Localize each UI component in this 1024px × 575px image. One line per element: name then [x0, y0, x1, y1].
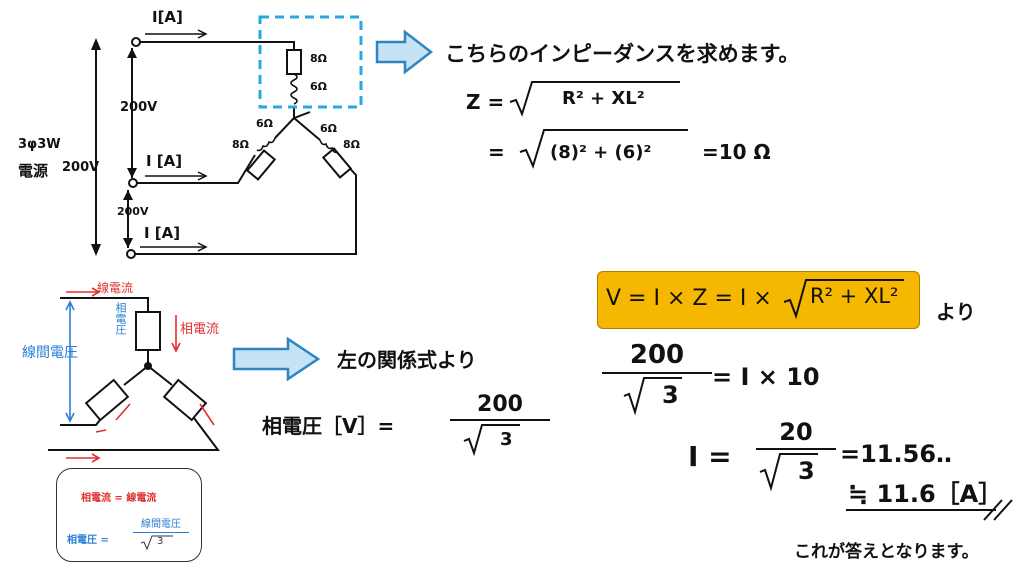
resistor-top-r-label: 8Ω: [310, 52, 328, 65]
legend-sqrt-symbol: [140, 535, 173, 551]
legend-fraction: 線間電圧 3: [133, 515, 189, 551]
eq1-numerator: 200: [629, 340, 685, 370]
impedance-heading: こちらのインピーダンスを求めます。: [445, 42, 800, 66]
resistor-right-r-label: 8Ω: [343, 138, 361, 151]
phase-current-label: 相電流: [180, 322, 220, 337]
eq2-sqrt-sign: [759, 453, 818, 492]
source-line2: 電源: [18, 162, 49, 180]
relation-numerator: 200: [477, 392, 523, 417]
eq2-right: =11.56‥: [840, 440, 953, 468]
eq2-prefix: =: [488, 140, 505, 164]
z-sqrt-symbol: [509, 81, 680, 117]
legend-denominator: 3: [157, 536, 164, 547]
eq3-result: ≒ 11.6［A］: [848, 480, 1003, 508]
formula-suffix: より: [936, 300, 976, 324]
current-label-3: I [A]: [144, 224, 181, 242]
resistor-left-r-label: 8Ω: [232, 138, 250, 151]
eq1-denominator: 3: [662, 381, 679, 409]
current-label-2: I [A]: [146, 152, 183, 170]
legend-numerator: 線間電圧: [141, 519, 181, 530]
formula-left: V = I × Z = I ×: [606, 286, 772, 311]
relation-arrow-text: 左の関係式より: [337, 348, 477, 372]
resistor-left-x-label: 6Ω: [256, 117, 274, 130]
eq2-radicand: (8)² + (6)²: [550, 142, 652, 163]
eq2-denominator: 3: [798, 457, 815, 485]
relation-sqrt-symbol: [463, 424, 520, 457]
voltage-middle-label: 200V: [62, 160, 100, 175]
z-prefix: Z =: [466, 90, 505, 114]
voltage-lower-label: 200V: [117, 205, 149, 218]
legend-line1: 相電流 = 線電流: [81, 493, 157, 504]
answer-underline: [846, 499, 1013, 521]
phase-voltage-label: 相電圧: [114, 302, 127, 335]
current-label-1: I[A]: [152, 8, 183, 26]
eq1-right: = I × 10: [712, 363, 820, 391]
z-radicand: R² + XL²: [562, 88, 645, 109]
formula-radicand: R² + XL²: [810, 284, 899, 308]
relation-label: 相電圧［V］=: [262, 414, 395, 438]
eq1-sqrt-symbol: [623, 377, 682, 416]
eq2-result: =10 Ω: [702, 140, 771, 164]
formula-sqrt-symbol: [783, 279, 904, 320]
relation-fraction: 200 3: [450, 392, 550, 457]
resistor-top-x-label: 6Ω: [310, 80, 328, 93]
right-arrow-icon: [375, 29, 434, 75]
line-current-label: 線電流: [97, 281, 134, 295]
eq2-sqrt-symbol: [519, 129, 688, 169]
eq2-numerator: 20: [779, 418, 813, 446]
line-voltage-label: 線間電圧: [22, 345, 78, 361]
resistor-right-x-label: 6Ω: [320, 122, 338, 135]
eq2-left: I =: [688, 440, 732, 473]
eq2-fraction: 20 3: [756, 418, 836, 492]
eq1-fraction: 200 3: [602, 340, 712, 416]
relation-denominator: 3: [500, 429, 513, 450]
middle-arrow-icon: [232, 336, 321, 382]
legend-box: 相電流 = 線電流 相電圧 = 線間電圧 3: [56, 468, 202, 562]
source-line1: 3φ3W: [18, 137, 61, 152]
answer-note: これが答えとなります。: [794, 542, 979, 562]
voltage-upper-label: 200V: [120, 100, 158, 115]
legend-prefix: 相電圧 =: [67, 535, 109, 546]
